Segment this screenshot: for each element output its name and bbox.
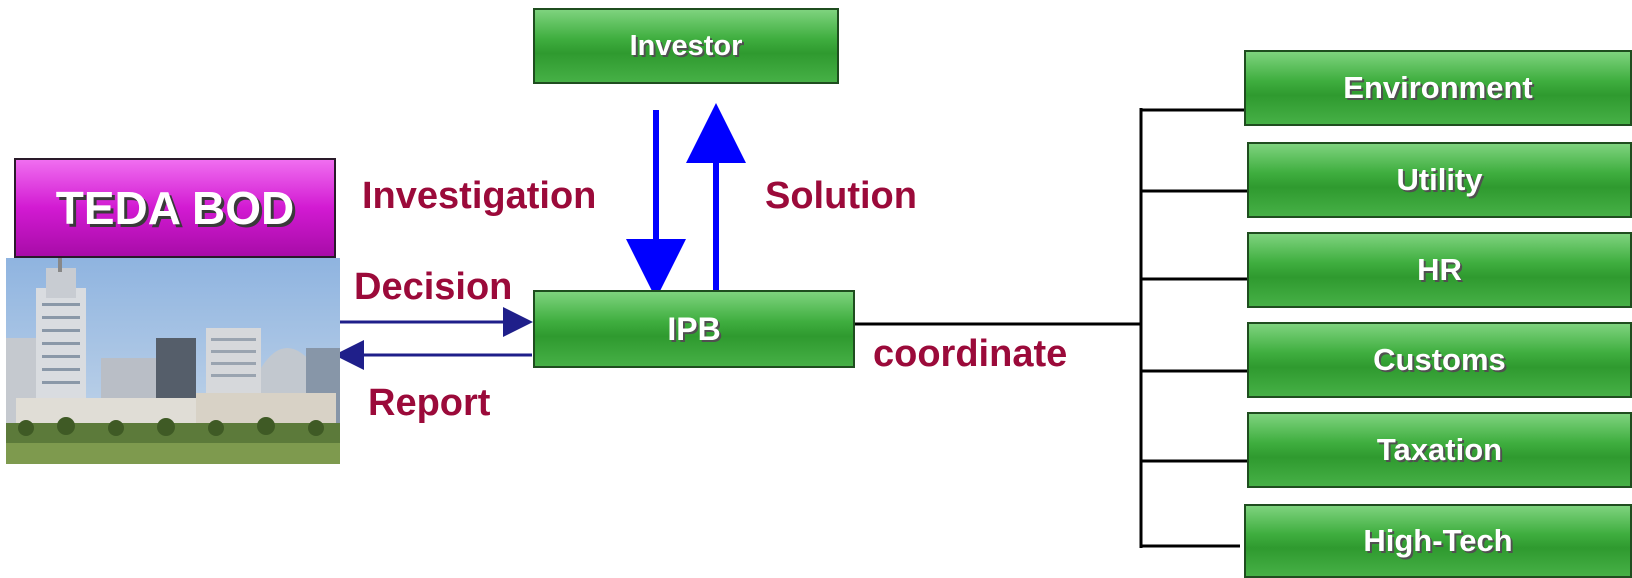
investor-box: Investor [533,8,839,84]
teda-building-photo [6,258,340,464]
department-label: HR [1417,252,1462,287]
department-environment: Environment [1244,50,1632,126]
department-utility: Utility [1247,142,1632,218]
department-label: High-Tech [1363,523,1513,558]
department-high-tech: High-Tech [1244,504,1632,578]
department-hr: HR [1247,232,1632,308]
department-label: Utility [1396,162,1483,197]
teda-bod-label: TEDA BOD [55,182,295,234]
department-label: Environment [1343,70,1533,105]
coordinate-label: coordinate [873,333,1068,375]
decision-label: Decision [354,266,513,308]
solution-label: Solution [765,175,917,217]
report-label: Report [368,382,491,424]
department-label: Taxation [1376,432,1503,467]
investigation-label: Investigation [362,175,597,217]
department-taxation: Taxation [1247,412,1632,488]
ipb-label: IPB [667,310,721,347]
department-customs: Customs [1247,322,1632,398]
teda-bod-box: TEDA BOD [14,158,336,258]
ipb-box: IPB [533,290,855,368]
investor-label: Investor [629,29,743,62]
department-label: Customs [1373,342,1506,377]
